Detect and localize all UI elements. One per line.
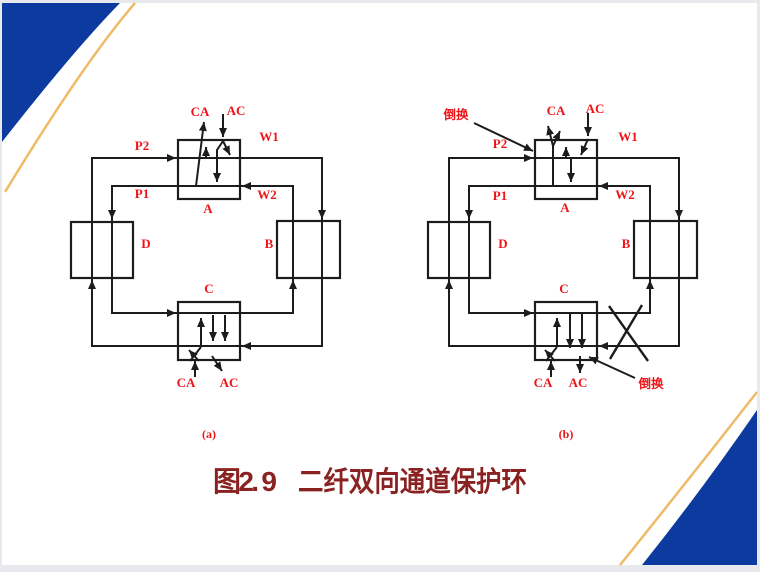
ring-direction-arrows <box>445 154 683 350</box>
label-node-b: B <box>265 236 274 251</box>
node-a-add-drop-switched <box>473 113 592 186</box>
label-p1: P1 <box>493 188 507 203</box>
gold-arc <box>3 2 136 193</box>
label-ca-top: CA <box>547 103 566 118</box>
cut-stroke-1 <box>608 305 649 362</box>
label-p2: P2 <box>493 136 507 151</box>
drop-line-to-ca <box>546 125 555 147</box>
label-node-a: A <box>560 200 570 215</box>
label-p1: P1 <box>135 186 149 201</box>
fiber-cut-x <box>608 304 649 362</box>
node-box-a <box>176 138 242 201</box>
label-node-d: D <box>141 236 150 251</box>
drop-line-to-ac <box>211 355 223 372</box>
ring-direction-arrows <box>88 154 326 350</box>
sublabel-b: (b) <box>559 427 574 441</box>
label-ac-bottom: AC <box>569 375 588 390</box>
label-w1: W1 <box>259 129 279 144</box>
ring-outer-fiber <box>448 157 680 347</box>
label-node-a: A <box>203 201 213 216</box>
navy-wedge <box>642 410 757 565</box>
switch-pointer-bottom <box>588 356 636 379</box>
ring-inner-fiber <box>111 185 294 314</box>
ring-inner-fiber <box>468 185 651 314</box>
label-node-c: C <box>559 281 568 296</box>
label-ac-bottom: AC <box>220 375 239 390</box>
diagram-a-labels: CA AC P2 W1 P1 W2 A B C D CA AC (a) <box>135 103 279 441</box>
slide-canvas <box>2 3 757 565</box>
sublabel-a: (a) <box>202 427 216 441</box>
label-ca-bottom: CA <box>177 375 196 390</box>
diagram-a: CA AC P2 W1 P1 W2 A B C D CA AC (a) <box>69 103 342 441</box>
label-p2: P2 <box>135 138 149 153</box>
switch-pointer-top <box>473 122 534 152</box>
cut-stroke-2 <box>608 304 644 360</box>
add-split-to-w1 <box>222 140 231 156</box>
node-a-add-drop <box>195 114 231 187</box>
node-box-c <box>533 300 599 362</box>
node-box-b <box>632 219 699 280</box>
label-w2: W2 <box>615 187 635 202</box>
node-box-a <box>533 138 599 201</box>
caption-number: 图2. 9 <box>213 466 277 497</box>
node-c-add-drop <box>188 315 229 377</box>
label-ca-top: CA <box>191 104 210 119</box>
drop-split-arrow <box>552 130 561 147</box>
drop-line-to-ca <box>195 121 207 187</box>
corner-decoration-bottom-right <box>619 391 758 566</box>
label-w1: W1 <box>618 129 638 144</box>
node-box-d <box>69 220 135 280</box>
label-ca-bottom: CA <box>534 375 553 390</box>
navy-wedge <box>2 3 120 142</box>
diagram-b-labels: CA AC P2 W1 P1 W2 A B C D CA AC 倒换 倒换 (b… <box>442 101 664 441</box>
label-switch-top: 倒换 <box>442 107 469 122</box>
node-c-add-drop-switched <box>544 314 636 379</box>
diagram-b: CA AC P2 W1 P1 W2 A B C D CA AC 倒换 倒换 (b… <box>426 101 699 441</box>
node-box-d <box>426 220 492 280</box>
label-switch-bottom: 倒换 <box>637 376 664 391</box>
selector-branch-arrow <box>544 349 556 362</box>
selector-branch-arrow <box>188 349 200 362</box>
label-node-c: C <box>204 281 213 296</box>
label-w2: W2 <box>257 187 277 202</box>
caption-title: 二纤双向通道保护环 <box>298 465 527 497</box>
add-split-to-w1 <box>580 138 589 156</box>
label-ac-top: AC <box>586 101 605 116</box>
gold-arc <box>619 391 758 566</box>
add-split-to-p1 <box>213 140 224 182</box>
label-node-b: B <box>622 236 631 251</box>
label-node-d: D <box>498 236 507 251</box>
label-ac-top: AC <box>227 103 246 118</box>
figure-caption: 图2. 9 二纤双向通道保护环 <box>213 465 527 497</box>
node-box-c <box>176 300 242 362</box>
node-box-b <box>275 219 342 280</box>
corner-decoration-top-left <box>2 2 136 193</box>
